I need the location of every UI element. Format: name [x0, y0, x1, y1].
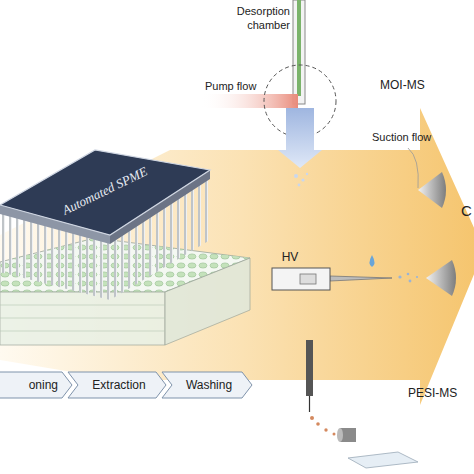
- sample-plate: [348, 452, 418, 468]
- well-plate-side: [165, 258, 250, 345]
- node-shape: [68, 372, 166, 398]
- hv-source: HV: [270, 248, 332, 294]
- node-text: HV: [270, 250, 310, 264]
- annotation-label: PESI-MS: [408, 386, 474, 401]
- blade-spray: [398, 273, 418, 283]
- spme-block: Automated SPME: [0, 145, 215, 245]
- node-shape: [162, 372, 252, 398]
- well-plate-front: [0, 292, 165, 345]
- hv-box: [272, 268, 330, 290]
- desorption-tube: [293, 0, 305, 104]
- annotation-label: Suction flow: [372, 130, 452, 144]
- workflow-step: Washing: [162, 372, 252, 398]
- ms-inlet-cone: [418, 172, 446, 208]
- node-text: Extraction: [80, 378, 158, 392]
- spray-droplets: [294, 173, 308, 187]
- pesi-droplets: [310, 416, 336, 436]
- ms-inlet-cone: [426, 260, 456, 296]
- node-outline: [270, 248, 332, 294]
- solvent-droplet: [370, 255, 375, 267]
- pump-flow-arrow: [200, 94, 298, 108]
- pesi-holder: [306, 340, 313, 396]
- ms-inlet-cylinder: [337, 428, 356, 442]
- annotation-label: MOI-MS: [380, 78, 450, 93]
- node-text: Washing: [174, 378, 244, 392]
- flow-down-arrow: [278, 108, 322, 168]
- node-shape: [0, 372, 72, 398]
- workflow-arrow: [0, 108, 474, 405]
- suction-leader: [408, 148, 418, 188]
- spme-fiber: [297, 0, 301, 96]
- annotation-label: Desorption chamber: [212, 4, 290, 32]
- pesi-needle: [309, 396, 310, 412]
- workflow-step: oning: [0, 372, 72, 398]
- blade-holder: [300, 274, 316, 284]
- well-dividers: [0, 305, 165, 331]
- workflow-step: Extraction: [68, 372, 166, 398]
- annotation-label: C: [461, 202, 474, 220]
- annotation-label: Pump flow: [205, 79, 275, 93]
- node-text: oning: [0, 378, 58, 392]
- coated-blade: [330, 276, 392, 281]
